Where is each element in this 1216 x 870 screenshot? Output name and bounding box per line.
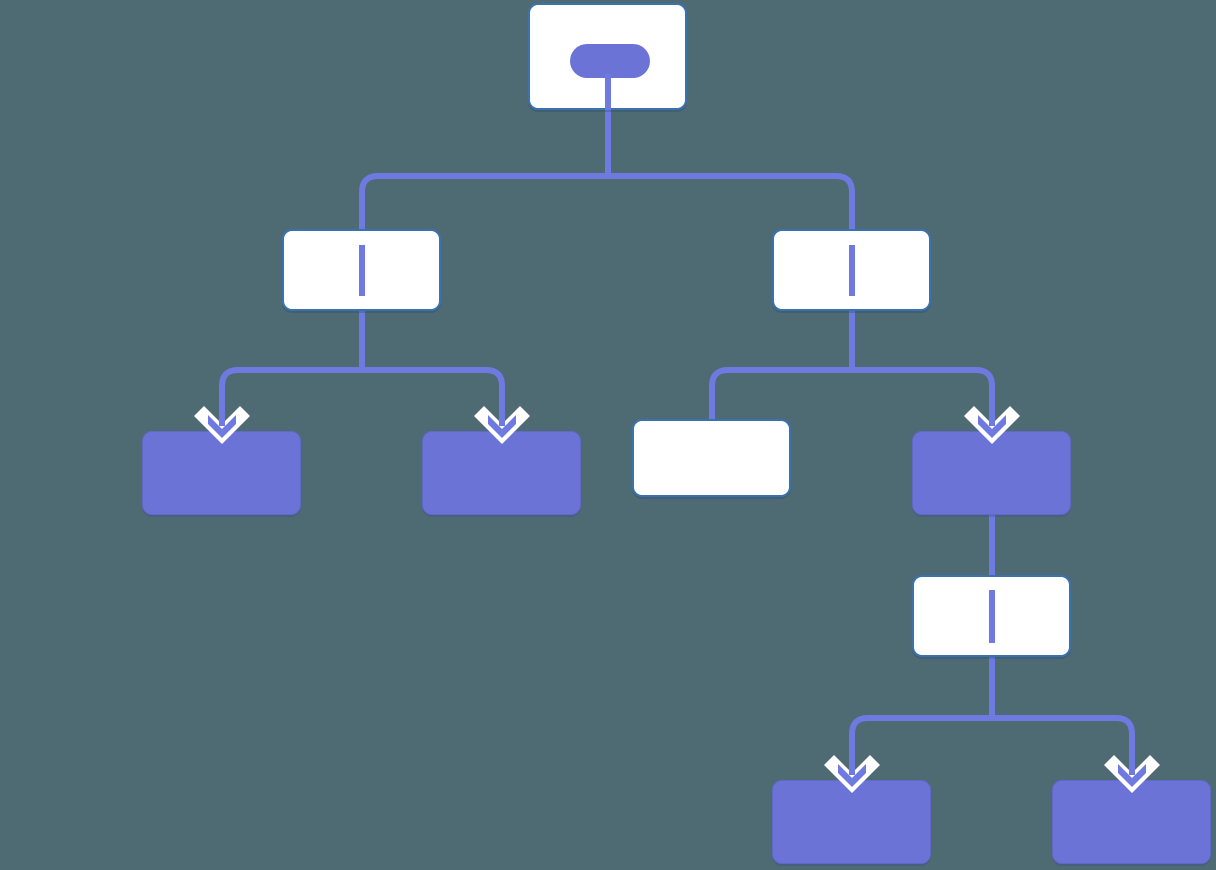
root-pill-placeholder	[570, 44, 650, 78]
node-branch-right[interactable]	[772, 229, 931, 311]
node-branch-left[interactable]	[282, 229, 441, 311]
node-leaf-right-purple[interactable]	[912, 431, 1071, 515]
node-leaf-left-1[interactable]	[142, 431, 301, 515]
node-leaf-right-white[interactable]	[632, 419, 791, 497]
node-leaf-left-2[interactable]	[422, 431, 581, 515]
node-sub-leaf-2[interactable]	[1052, 780, 1211, 864]
node-sub-branch[interactable]	[912, 575, 1071, 657]
node-sub-leaf-1[interactable]	[772, 780, 931, 864]
node-root[interactable]	[528, 3, 687, 110]
